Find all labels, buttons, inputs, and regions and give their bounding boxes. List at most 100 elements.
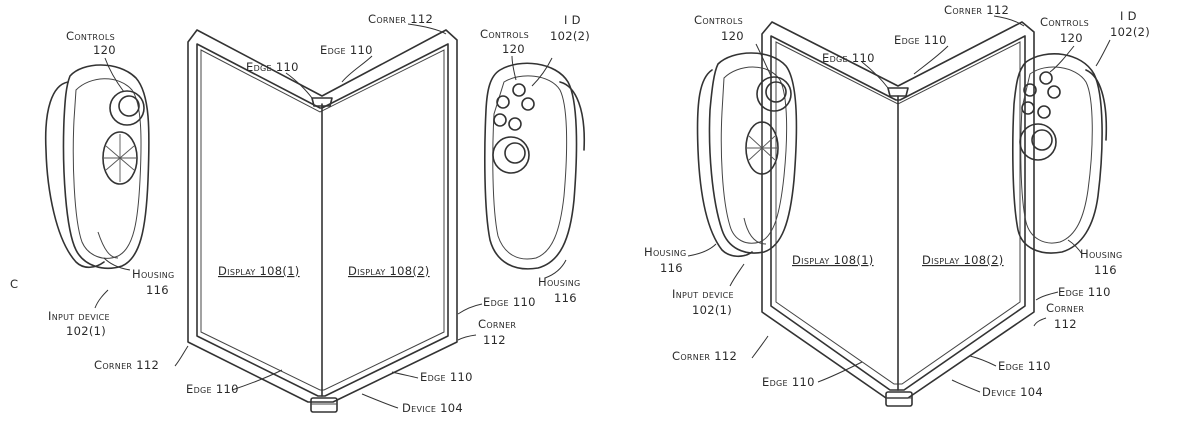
right-controls-right-num: 120 (1060, 31, 1083, 45)
left-edge-upper-left-label: Edge 110 (246, 60, 299, 74)
left-device-bottom-hinge (310, 397, 338, 413)
right-housing-right-label: Housing (1080, 247, 1123, 261)
right-housing-label: Housing (644, 245, 687, 259)
left-housing-right-num: 116 (554, 291, 577, 305)
right-edge-bottom-left-label: Edge 110 (762, 375, 815, 389)
right-input-device-label: Input device (672, 287, 734, 301)
right-housing-right-num: 116 (1094, 263, 1117, 277)
right-device-top-hinge (887, 87, 909, 97)
right-controller-102-2 (484, 62, 586, 270)
left-controls-label: Controls (66, 29, 115, 43)
left-controller-joystick-cap (118, 95, 140, 117)
right-id-label: I D (1120, 9, 1137, 23)
left-figure-leaders (94, 23, 567, 409)
right-left-controller-joystick-outer (756, 76, 792, 112)
right-right-controller-joystick-outer (1019, 123, 1057, 161)
left-corner-right-label: Corner (478, 317, 516, 331)
right-controller-joystick-cap (504, 142, 526, 164)
left-corner-top-label: Corner 112 (368, 12, 433, 26)
right-controller-back-shell (559, 81, 586, 151)
right-input-device-num: 102(1) (692, 303, 732, 317)
right-id-num: 102(2) (1110, 25, 1150, 39)
right-edge-right-label: Edge 110 (1058, 285, 1111, 299)
left-controls-right-num: 120 (502, 42, 525, 56)
left-controller-rail (97, 231, 119, 259)
right-right-controller-button-4 (1021, 101, 1035, 115)
right-controller-button-1 (512, 83, 526, 97)
right-housing-num: 116 (660, 261, 683, 275)
left-figure-labels: Controls 120 Corner 112 Edge 110 Edge 11… (10, 12, 590, 415)
right-figure: Controls 120 Corner 112 Edge 110 Edge 11… (644, 3, 1150, 407)
right-display-2-label: Display 108(2) (922, 253, 1004, 267)
right-figure-leaders (687, 15, 1111, 393)
right-figure-labels: Controls 120 Corner 112 Edge 110 Edge 11… (644, 3, 1150, 399)
left-input-device-num: 102(1) (66, 324, 106, 338)
left-display-1-label: Display 108(1) (218, 264, 300, 278)
left-device-screen-border (200, 49, 445, 391)
right-controller-face-inner (492, 75, 568, 260)
left-display-2-label: Display 108(2) (348, 264, 430, 278)
right-controls-right-label: Controls (1040, 15, 1089, 29)
right-right-controller-face-inner (1020, 66, 1093, 244)
left-controller-back-shell (44, 81, 105, 269)
left-device-inner-frame (196, 43, 449, 397)
left-corner-right-num: 112 (483, 333, 506, 347)
left-controls-num: 120 (93, 43, 116, 57)
right-foldable-device (761, 21, 1035, 407)
right-device-label: Device 104 (982, 385, 1043, 399)
right-left-controller-back-shell (696, 69, 753, 258)
right-device-screen-border (775, 41, 1021, 385)
right-controls-label: Controls (694, 13, 743, 27)
right-controller-button-2 (496, 95, 510, 109)
right-edge-bottom-right-label: Edge 110 (998, 359, 1051, 373)
left-edge-bottom-left-label: Edge 110 (186, 382, 239, 396)
right-device-bottom-hinge (885, 391, 913, 407)
left-edge-right-label: Edge 110 (483, 295, 536, 309)
left-edge-upper-right-label: Edge 110 (320, 43, 373, 57)
right-right-controller-back-shell (1085, 69, 1108, 141)
right-left-controller-joystick-cap (765, 81, 787, 103)
left-c-label: C (10, 277, 18, 291)
right-controls-num: 120 (721, 29, 744, 43)
left-foldable-device (187, 29, 458, 413)
left-device-top-hinge (311, 97, 333, 107)
left-figure: Controls 120 Corner 112 Edge 110 Edge 11… (10, 12, 590, 415)
left-housing-label: Housing (132, 267, 175, 281)
right-right-controller-button-1 (1039, 71, 1053, 85)
right-controller-button-5 (508, 117, 522, 131)
left-id-label: I D (564, 13, 581, 27)
left-housing-right-label: Housing (538, 275, 581, 289)
left-edge-bottom-right-label: Edge 110 (420, 370, 473, 384)
left-controller-face (62, 64, 150, 270)
right-edge-upper-right-label: Edge 110 (894, 33, 947, 47)
right-device-outer-frame (761, 21, 1035, 399)
right-display-1-label: Display 108(1) (792, 253, 874, 267)
right-left-controller-rail (743, 217, 767, 245)
right-left-controller-102-1 (696, 52, 798, 258)
left-controller-joystick-outer (109, 90, 145, 126)
right-controller-face (484, 62, 578, 270)
left-device-label: Device 104 (402, 401, 463, 415)
right-right-controller-joystick-cap (1031, 129, 1053, 151)
right-left-controller-face (708, 52, 798, 254)
right-right-controller-102-2 (1012, 53, 1108, 254)
left-controller-face-inner (72, 78, 142, 259)
right-corner-left-label: Corner 112 (672, 349, 737, 363)
right-edge-upper-left-label: Edge 110 (822, 51, 875, 65)
right-right-controller-button-3 (1047, 85, 1061, 99)
right-corner-top-label: Corner 112 (944, 3, 1009, 17)
left-id-num: 102(2) (550, 29, 590, 43)
right-corner-right-label: Corner (1046, 301, 1084, 315)
right-controller-button-4 (493, 113, 507, 127)
left-device-outer-frame (187, 29, 458, 403)
left-corner-left-label: Corner 112 (94, 358, 159, 372)
left-input-device-label: Input device (48, 309, 110, 323)
left-controller-102-1 (44, 64, 150, 270)
right-controller-joystick-outer (492, 136, 530, 174)
left-housing-num: 116 (146, 283, 169, 297)
right-controller-button-3 (521, 97, 535, 111)
right-right-controller-face (1012, 53, 1103, 254)
left-controls-right-label: Controls (480, 27, 529, 41)
